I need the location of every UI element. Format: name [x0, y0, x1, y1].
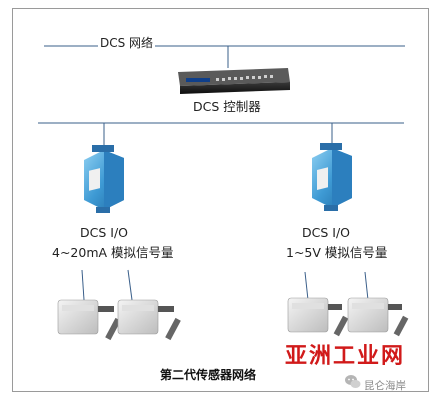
wechat-logo-icon [345, 375, 361, 388]
sensor-cable-2 [127, 269, 133, 301]
dcs-controller-device [178, 68, 290, 94]
io-module-right [312, 143, 352, 211]
watermark-account: 昆仑海岸 [364, 380, 406, 392]
sensor-device-2 [117, 299, 181, 341]
io-right-signal: 1~5V 模拟信号量 [286, 245, 388, 260]
dcs-network-label: DCS 网络 [98, 36, 156, 50]
sensor-device-4 [347, 297, 409, 337]
sensor-device-3 [287, 297, 349, 337]
sensor-cable-1 [81, 269, 85, 301]
io-module-left [84, 145, 124, 213]
sensor-device-1 [57, 299, 121, 341]
io-left-signal: 4~20mA 模拟信号量 [52, 245, 174, 260]
sensor-cable-3 [304, 271, 309, 301]
io-right-title: DCS I/O [302, 225, 350, 240]
sensor-cable-4 [364, 271, 369, 301]
dcs-controller-label: DCS 控制器 [193, 99, 261, 114]
diagram-caption: 第二代传感器网络 [160, 368, 257, 382]
watermark-brand: 亚洲工业网 [285, 343, 406, 369]
io-left-title: DCS I/O [80, 225, 128, 240]
